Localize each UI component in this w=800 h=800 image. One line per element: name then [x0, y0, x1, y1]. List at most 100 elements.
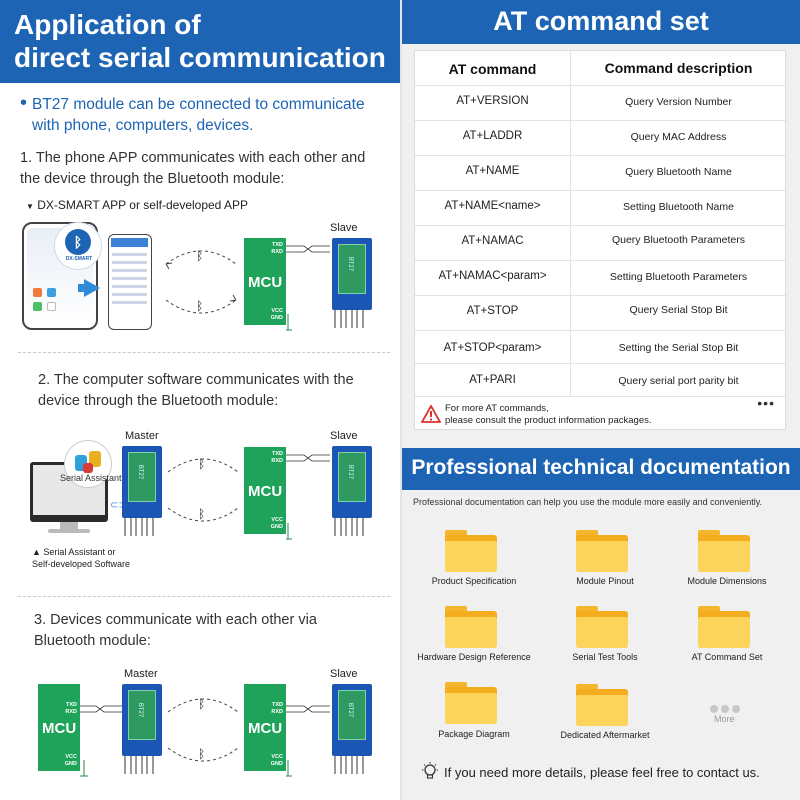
step2-caption-line1: Serial Assistant or: [43, 547, 116, 557]
slave-label: Slave: [330, 430, 358, 442]
folder-label[interactable]: Module Dimensions: [687, 576, 767, 586]
svg-text:ᛒ: ᛒ: [198, 507, 205, 521]
bt-module-master: BT27: [120, 446, 164, 536]
arrow-shaft: [78, 284, 86, 292]
folder-label[interactable]: Module Pinout: [576, 576, 634, 586]
folder-icon[interactable]: [576, 530, 628, 572]
svg-text:ᛒ: ᛒ: [196, 249, 203, 263]
cell-description: Query serial port parity bit: [618, 375, 739, 387]
panel-divider: [400, 0, 402, 800]
wiring: [286, 454, 330, 540]
docs-header: Professional technical documentation: [402, 448, 800, 490]
bluetooth-link: ᛒ ᛒ: [167, 697, 239, 762]
cell-description: Query MAC Address: [630, 131, 727, 143]
folder-label[interactable]: Dedicated Aftermarket: [560, 730, 650, 740]
cell-description: Query Bluetooth Parameters: [611, 234, 746, 246]
svg-text:ᛒ: ᛒ: [198, 747, 205, 761]
svg-text:ᛒ: ᛒ: [196, 299, 203, 313]
pin-rxd-label: RXD: [271, 458, 283, 464]
step2-caption: ▲ Serial Assistant or Self-developed Sof…: [32, 546, 130, 570]
svg-text:ᛒ: ᛒ: [198, 697, 205, 711]
folder-label[interactable]: Product Specification: [431, 576, 517, 586]
mcu-board: TXD RXD MCU VCC GND: [244, 447, 286, 534]
cell-description: Setting the Serial Stop Bit: [618, 342, 739, 354]
folder-label[interactable]: Serial Test Tools: [572, 652, 638, 662]
left-title-line2: direct serial communication: [14, 42, 386, 73]
cell-command: AT+NAME<name>: [444, 200, 541, 212]
at-title: AT command set: [493, 6, 709, 36]
slave-label: Slave: [330, 668, 358, 680]
table-header-row: AT command Command description: [415, 51, 787, 85]
cell-description: Setting Bluetooth Name: [623, 201, 734, 213]
cell-command: AT+NAMAC<param>: [438, 270, 547, 282]
dx-smart-logo-label: DX-SMART: [65, 256, 93, 262]
mcu-label: MCU: [248, 720, 283, 737]
cell-description: Setting Bluetooth Parameters: [609, 271, 748, 283]
app-icon: [33, 302, 42, 311]
col-header-description: Command description: [604, 60, 753, 76]
bt-module-slave: BT27: [330, 238, 374, 328]
pin-rxd-label: RXD: [65, 709, 77, 715]
svg-text:ᛒ: ᛒ: [198, 457, 205, 471]
serial-assistant-icon: [64, 440, 112, 488]
pin-txd-label: TXD: [272, 242, 283, 248]
step3-text: 3. Devices communicate with each other v…: [34, 612, 317, 649]
more-label[interactable]: More: [714, 714, 735, 724]
left-header: Application of direct serial communicati…: [0, 0, 400, 83]
bullet-icon: •: [20, 92, 28, 114]
cell-description: Query Serial Stop Bit: [629, 304, 728, 316]
pin-gnd-label: GND: [270, 761, 283, 767]
more-icon: •••: [757, 395, 775, 411]
folder-label[interactable]: AT Command Set: [691, 652, 763, 662]
cell-command: AT+STOP<param>: [443, 342, 542, 354]
master-label: Master: [124, 668, 158, 680]
table-row: AT+VERSION Query Version Number: [415, 85, 787, 120]
cell-command: AT+PARI: [469, 374, 516, 386]
folder-icon[interactable]: [445, 606, 497, 648]
separator: [18, 596, 390, 597]
step1-sub: ▼ DX-SMART APP or self-developed APP: [26, 198, 248, 212]
folder-icon[interactable]: [576, 606, 628, 648]
folder-icon[interactable]: [698, 606, 750, 648]
pin-rxd-label: RXD: [271, 249, 283, 255]
folder-icon[interactable]: [698, 530, 750, 572]
chip-label: BT27: [347, 702, 354, 718]
more-dots-icon[interactable]: [710, 700, 743, 718]
chip-label: BT27: [347, 256, 354, 272]
pin-vcc-label: VCC: [65, 754, 77, 760]
bt-module-slave: BT27: [330, 684, 374, 774]
pin-gnd-label: GND: [64, 761, 77, 767]
table-row: AT+NAME Query Bluetooth Name: [415, 155, 787, 190]
note-line1: For more AT commands,: [445, 403, 549, 414]
table-note: For more AT commands, please consult the…: [415, 395, 787, 431]
table-row: AT+NAMAC Query Bluetooth Parameters: [415, 225, 787, 260]
warning-icon: [421, 405, 441, 423]
chip-label: BT27: [137, 702, 144, 718]
docs-subtitle: Professional documentation can help you …: [413, 497, 763, 507]
pin-txd-label: TXD: [66, 702, 77, 708]
table-row: AT+PARI Query serial port parity bit: [415, 363, 787, 396]
bluetooth-icon: ᛒ: [73, 234, 83, 250]
table-row: AT+STOP Query Serial Stop Bit: [415, 295, 787, 330]
app-screen-image: [108, 234, 152, 330]
mcu-label: MCU: [248, 483, 283, 500]
pin-txd-label: TXD: [272, 702, 283, 708]
folder-icon[interactable]: [445, 682, 497, 724]
folder-icon[interactable]: [576, 684, 628, 726]
folder-label[interactable]: Package Diagram: [438, 729, 510, 739]
intro-label: BT27 module can be connected to communic…: [32, 96, 365, 134]
folder-icon[interactable]: [445, 530, 497, 572]
pin-gnd-label: GND: [270, 524, 283, 530]
mcu-board: TXD RXD MCU VCC GND: [244, 684, 286, 771]
usb-cable-icon: ⊂⊃: [110, 500, 127, 511]
folder-label[interactable]: Hardware Design Reference: [417, 652, 531, 662]
left-title-line1: Application of: [14, 9, 201, 40]
slave-label: Slave: [330, 222, 358, 234]
triangle-down-icon: ▼: [26, 202, 34, 211]
separator: [18, 352, 390, 353]
chip-label: BT27: [347, 464, 354, 480]
pin-txd-label: TXD: [272, 451, 283, 457]
at-command-table: AT command Command description AT+VERSIO…: [414, 50, 787, 431]
bt-module-master: BT27: [120, 684, 164, 774]
mcu-label: MCU: [248, 274, 283, 291]
